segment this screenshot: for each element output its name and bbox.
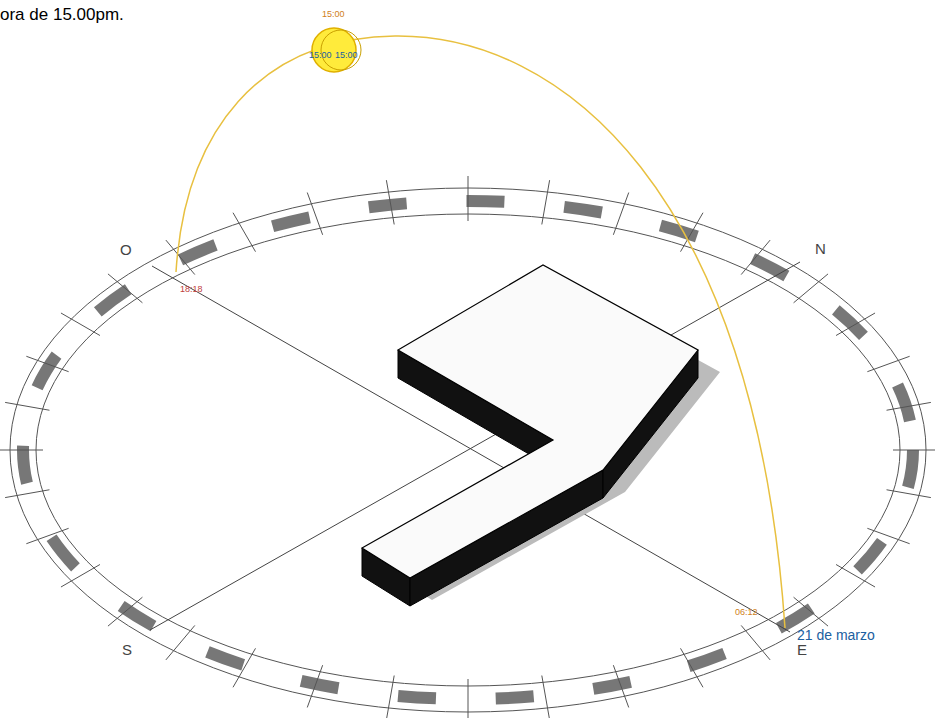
ring-tick — [794, 274, 828, 303]
caption-text: ora de 15.00pm. — [0, 6, 124, 23]
time-label: 15:00 — [322, 10, 345, 19]
ring-tick — [166, 625, 195, 659]
ring-tick — [887, 490, 931, 498]
ring-tick — [108, 597, 142, 626]
ring-tick — [307, 193, 322, 235]
ring-tick — [5, 402, 49, 410]
building-roof — [362, 265, 698, 578]
ring-tick — [26, 356, 68, 371]
ring-tick — [468, 176, 469, 221]
sun-path — [176, 36, 785, 628]
ring-tick — [468, 679, 469, 718]
ring-tick — [794, 597, 828, 626]
time-label: 15:00 — [309, 51, 332, 60]
ring-tick — [887, 402, 931, 410]
cardinal-letter: O — [120, 242, 132, 257]
ring-tick — [166, 240, 195, 274]
cardinal-letter: E — [797, 642, 807, 657]
ring-tick — [681, 648, 704, 687]
ring-tick — [893, 450, 935, 451]
ring-tick — [613, 665, 628, 707]
ring-tick — [386, 676, 394, 718]
sun-symbol — [312, 28, 361, 72]
sunset-time: 18:18 — [180, 285, 203, 294]
ring-tick — [0, 450, 43, 451]
axis-lines — [150, 262, 800, 632]
ring-tick — [836, 565, 875, 588]
ring-tick — [613, 193, 628, 235]
ring-tick — [741, 625, 770, 659]
ring-tick — [386, 180, 394, 224]
ring-tick — [108, 274, 142, 303]
ring-tick — [233, 648, 256, 687]
ring-tick — [61, 313, 100, 336]
cardinal-letter: N — [815, 241, 826, 256]
ring-tick — [61, 565, 100, 588]
date-label: 21 de marzo — [797, 628, 875, 642]
ring-tick — [26, 528, 68, 543]
cardinal-letter: S — [122, 642, 132, 657]
time-label: 15:00 — [335, 51, 358, 60]
ring-tick — [836, 313, 875, 336]
sunrise-time: 06:12 — [735, 608, 758, 617]
ring-tick — [542, 180, 550, 224]
ring-tick — [867, 528, 909, 543]
ring-tick — [741, 240, 770, 274]
compass-ring — [10, 188, 926, 712]
ring-tick — [5, 490, 49, 498]
ring-tick — [307, 665, 322, 707]
ring-tick — [542, 676, 550, 718]
ring-tick — [233, 213, 256, 252]
ring-tick — [867, 356, 909, 371]
